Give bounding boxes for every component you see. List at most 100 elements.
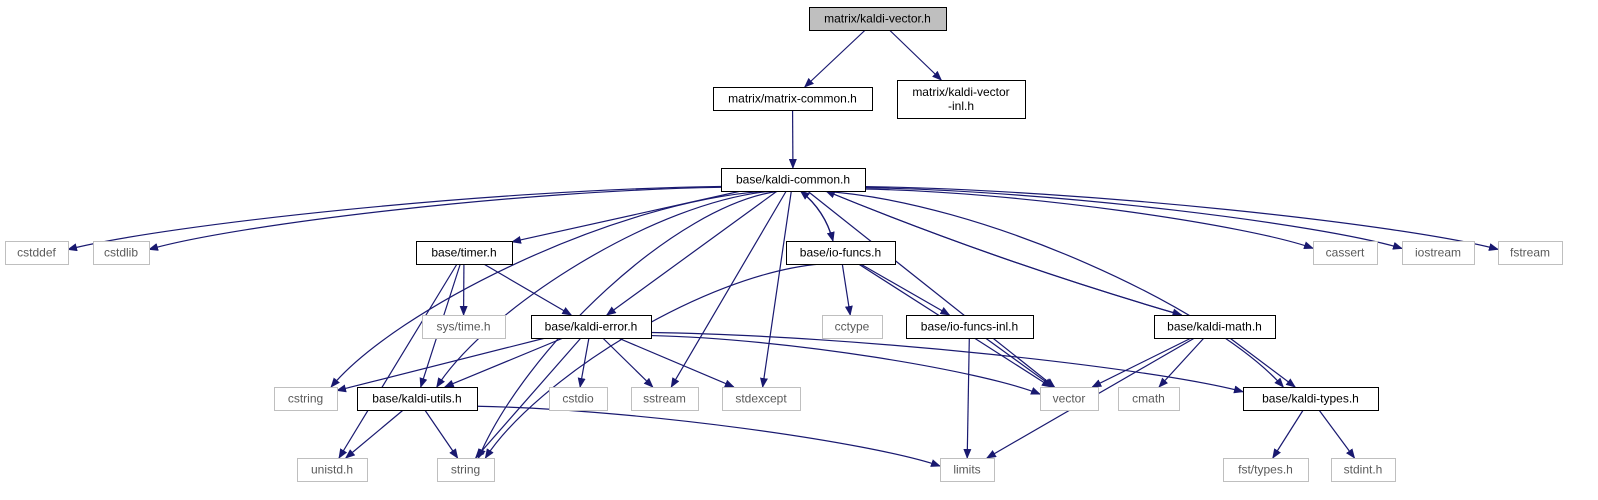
node-label: matrix/kaldi-vector [912, 85, 1009, 99]
node-box [722, 387, 801, 411]
edge-kaldi-vector-to-kaldi-vector-inl [889, 29, 943, 81]
edges-layer [67, 29, 1499, 467]
edge-kaldi-utils-to-limits [476, 405, 941, 467]
node-label: string [451, 463, 480, 477]
edge-io-funcs-to-cctype [841, 263, 853, 316]
node-label: matrix/matrix-common.h [728, 92, 857, 106]
node-label: base/kaldi-utils.h [372, 392, 461, 406]
edge-kaldi-error-to-vector [650, 334, 1041, 395]
edge-kaldi-common-to-string [477, 190, 781, 459]
node-label: fstream [1510, 246, 1550, 260]
edge-kaldi-common-to-fstream [864, 186, 1499, 251]
node-box [809, 7, 947, 31]
node-box [531, 315, 652, 339]
node-cctype: cctype [822, 315, 883, 339]
node-box [1331, 458, 1396, 482]
node-box [1498, 241, 1563, 265]
edge-kaldi-common-to-kaldi-error [605, 190, 778, 316]
node-box [906, 315, 1034, 339]
node-box [437, 458, 495, 482]
node-iostream: iostream [1402, 241, 1475, 265]
node-label: cstdio [562, 392, 594, 406]
node-timer[interactable]: base/timer.h [416, 241, 513, 265]
node-box [1243, 387, 1379, 411]
edge-kaldi-utils-to-unistd [345, 409, 404, 459]
node-kaldi-common[interactable]: base/kaldi-common.h [721, 168, 866, 192]
node-box [940, 458, 995, 482]
node-box [1402, 241, 1475, 265]
node-box [897, 80, 1026, 119]
edge-kaldi-common-to-sstream [670, 190, 787, 388]
node-fstream: fstream [1498, 241, 1563, 265]
edge-kaldi-vector-to-matrix-common [803, 29, 866, 88]
edge-kaldi-common-to-cstdlib [148, 186, 722, 251]
node-label: sstream [643, 392, 686, 406]
node-kaldi-utils[interactable]: base/kaldi-utils.h [357, 387, 478, 411]
node-label: stdexcept [735, 392, 787, 406]
edge-kaldi-common-to-cstring [330, 190, 768, 388]
edge-kaldi-math-to-vector [1091, 337, 1192, 388]
node-box [1118, 387, 1180, 411]
node-box [549, 387, 608, 411]
edge-kaldi-math-to-kaldi-common [825, 190, 1182, 316]
node-kaldi-types[interactable]: base/kaldi-types.h [1243, 387, 1379, 411]
node-string: string [437, 458, 495, 482]
node-cassert: cassert [1313, 241, 1378, 265]
node-box [822, 315, 883, 339]
edge-kaldi-utils-to-string [424, 409, 459, 459]
node-label: cctype [835, 320, 870, 334]
edge-kaldi-error-to-kaldi-types [650, 331, 1244, 394]
node-label: base/kaldi-error.h [545, 320, 638, 334]
node-label: cstring [288, 392, 323, 406]
node-box [786, 241, 896, 265]
node-cstdio: cstdio [549, 387, 608, 411]
node-box [631, 387, 699, 411]
node-fst-types: fst/types.h [1223, 458, 1309, 482]
node-label: cstdlib [104, 246, 138, 260]
node-io-funcs[interactable]: base/io-funcs.h [786, 241, 896, 265]
node-label: base/io-funcs-inl.h [921, 320, 1018, 334]
node-kaldi-vector-inl[interactable]: matrix/kaldi-vector-inl.h [897, 80, 1026, 119]
edge-kaldi-error-to-sstream [602, 337, 654, 388]
nodes-layer: matrix/kaldi-vector.h matrix/matrix-commo… [5, 7, 1563, 482]
node-label: base/timer.h [431, 246, 496, 260]
edge-kaldi-common-to-kaldi-utils [436, 190, 774, 388]
node-label: cassert [1326, 246, 1365, 260]
node-label: cmath [1132, 392, 1165, 406]
edge-io-funcs-inl-to-vector [985, 337, 1054, 388]
node-label: base/kaldi-common.h [736, 173, 850, 187]
node-matrix-common[interactable]: matrix/matrix-common.h [713, 87, 873, 111]
node-box [1313, 241, 1378, 265]
node-kaldi-error[interactable]: base/kaldi-error.h [531, 315, 652, 339]
node-label: vector [1053, 392, 1086, 406]
node-label: fst/types.h [1238, 463, 1293, 477]
edge-kaldi-error-to-stdexcept [617, 337, 735, 388]
node-cstddef: cstddef [5, 241, 69, 265]
node-box [1223, 458, 1309, 482]
edge-kaldi-error-to-cstdio [577, 337, 590, 388]
edge-kaldi-error-to-kaldi-utils [443, 337, 564, 388]
node-label: stdint.h [1344, 463, 1383, 477]
node-box [721, 168, 866, 192]
edge-kaldi-common-to-vector [807, 190, 1056, 388]
edge-io-funcs-to-string [484, 263, 821, 459]
node-label: cstddef [17, 246, 56, 260]
node-box [422, 315, 506, 339]
edge-io-funcs-to-kaldi-common [799, 190, 834, 242]
node-cstring: cstring [274, 387, 338, 411]
node-box [93, 241, 150, 265]
node-label: iostream [1415, 246, 1461, 260]
node-box [5, 241, 69, 265]
edge-kaldi-types-to-fst-types [1272, 409, 1304, 459]
node-kaldi-vector[interactable]: matrix/kaldi-vector.h [809, 7, 947, 31]
node-label: unistd.h [311, 463, 353, 477]
node-box [713, 87, 873, 111]
node-io-funcs-inl[interactable]: base/io-funcs-inl.h [906, 315, 1034, 339]
node-label: matrix/kaldi-vector.h [824, 12, 931, 26]
node-kaldi-math[interactable]: base/kaldi-math.h [1154, 315, 1276, 339]
edge-kaldi-common-to-timer [511, 190, 742, 244]
node-cmath: cmath [1118, 387, 1180, 411]
node-box [1040, 387, 1099, 411]
node-box [297, 458, 368, 482]
edge-kaldi-common-to-stdexcept [760, 190, 792, 388]
